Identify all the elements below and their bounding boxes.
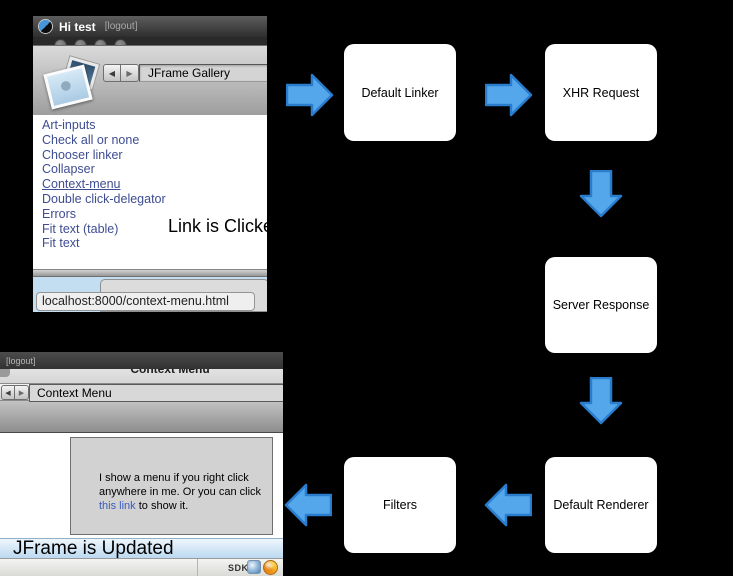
- window-titlebar: [logout]: [0, 352, 283, 369]
- context-menu-title-field[interactable]: Context Menu: [29, 384, 283, 402]
- logout-link[interactable]: [logout]: [6, 355, 36, 366]
- nav-link-fit-text-table[interactable]: Fit text (table): [42, 221, 119, 236]
- window-titlebar: Hi test [logout]: [33, 16, 267, 37]
- sdk-app-icon[interactable]: [247, 560, 261, 574]
- flow-arrow-left-icon: [484, 483, 532, 527]
- body-text-line: anywhere in me. Or you can click: [99, 486, 262, 498]
- app-icon: [39, 20, 52, 33]
- browser-toolbar: ◀ ▶ Context Menu: [0, 383, 283, 402]
- status-bar-divider: [197, 559, 198, 576]
- show-menu-link[interactable]: this link: [99, 500, 136, 512]
- horizontal-scrollbar[interactable]: [33, 269, 267, 277]
- flow-box-label: Default Renderer: [553, 498, 649, 512]
- window-title: Hi test: [59, 19, 96, 34]
- nav-link-errors[interactable]: Errors: [42, 206, 77, 221]
- window-button-icon: [54, 39, 67, 45]
- window-button-icon: [74, 39, 87, 45]
- sdk-label: SDK: [228, 563, 249, 573]
- back-button[interactable]: ◀: [103, 64, 121, 82]
- flow-arrow-right-icon: [485, 73, 533, 117]
- gallery-link-list: Art-inputs Check all or none Chooser lin…: [33, 115, 267, 269]
- context-menu-target-area[interactable]: I show a menu if you right click anywher…: [70, 437, 273, 535]
- nav-link-collapser[interactable]: Collapser: [42, 162, 95, 177]
- flow-box-default-renderer: Default Renderer: [545, 457, 657, 553]
- forward-button[interactable]: ▶: [15, 385, 29, 400]
- caption-link-is-clicked: Link is Clicked: [168, 216, 267, 236]
- flow-box-label: Server Response: [552, 298, 650, 312]
- window-button-row: [33, 37, 267, 45]
- link-url-tooltip: localhost:8000/context-menu.html: [36, 292, 255, 311]
- browser-window-gallery: Hi test [logout] ◀ ▶ JFrame Gallery Art-…: [33, 16, 267, 312]
- browser-toolbar: ◀ ▶ JFrame Gallery: [33, 45, 267, 115]
- flow-arrow-down-icon: [579, 170, 623, 218]
- window-button-icon: [114, 39, 127, 45]
- body-text-line: this link to show it.: [99, 499, 272, 513]
- flow-box-server-response: Server Response: [545, 257, 657, 353]
- flow-box-label: Filters: [382, 498, 418, 512]
- window-corner-icon: [0, 369, 10, 377]
- flow-arrow-right-icon: [286, 73, 334, 117]
- caption-jframe-is-updated: JFrame is Updated: [13, 538, 174, 559]
- nav-link-context-menu[interactable]: Context-menu: [42, 177, 121, 192]
- nav-link-chooser-linker[interactable]: Chooser linker: [42, 147, 123, 162]
- status-bar: SDK: [0, 558, 283, 576]
- nav-link-art-inputs[interactable]: Art-inputs: [42, 118, 96, 132]
- window-button-icon: [94, 39, 107, 45]
- scrollbar-track: [0, 538, 283, 558]
- nav-button-group: ◀ ▶: [103, 64, 139, 82]
- nav-link-double-click-delegator[interactable]: Double click-delegator: [42, 191, 166, 206]
- back-button[interactable]: ◀: [1, 385, 15, 400]
- body-text-rest: to show it.: [135, 500, 189, 512]
- flow-box-label: Default Linker: [361, 85, 439, 100]
- clipped-page-title: Context Menu: [130, 369, 210, 376]
- nav-link-fit-text[interactable]: Fit text: [42, 236, 80, 251]
- gallery-photos-icon: [43, 55, 105, 113]
- flow-box-filters: Filters: [344, 457, 456, 553]
- flow-box-default-linker: Default Linker: [344, 44, 456, 141]
- jframe-gallery-field[interactable]: JFrame Gallery: [139, 64, 267, 82]
- forward-button[interactable]: ▶: [121, 64, 139, 82]
- sync-swirl-icon[interactable]: [263, 560, 278, 575]
- nav-button-group: ◀ ▶: [1, 385, 29, 400]
- flow-arrow-down-icon: [579, 377, 623, 425]
- flow-arrow-left-icon: [284, 483, 332, 527]
- logout-link[interactable]: [logout]: [104, 21, 138, 32]
- nav-link-check-all-or-none[interactable]: Check all or none: [42, 132, 140, 147]
- flow-box-label: XHR Request: [562, 85, 640, 100]
- browser-window-context-menu: [logout] Context Menu ◀ ▶ Context Menu I…: [0, 352, 283, 576]
- flow-box-xhr-request: XHR Request: [545, 44, 657, 141]
- body-text-line: I show a menu if you right click: [99, 472, 249, 484]
